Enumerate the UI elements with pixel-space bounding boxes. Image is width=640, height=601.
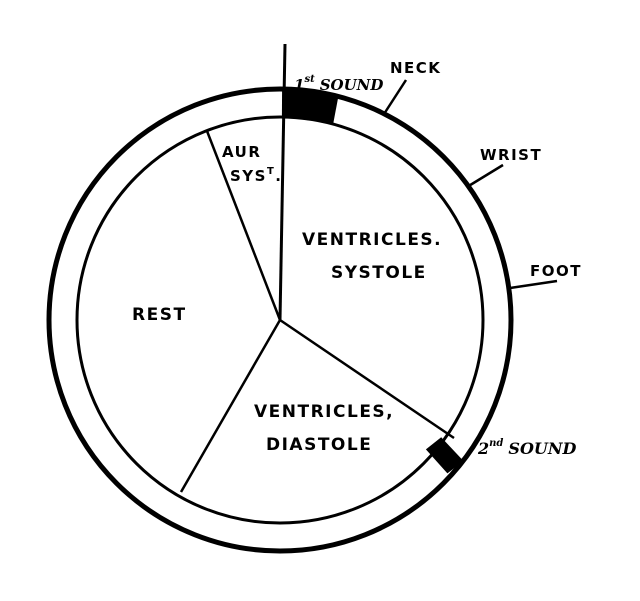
first-sound-band <box>281 87 339 124</box>
inner-circle <box>75 115 485 525</box>
ventricles-diastole-line1: VENTRICLES, <box>254 402 394 422</box>
aur-syst-line2: SYS <box>230 167 267 185</box>
second-sound-word: SOUND <box>508 439 576 458</box>
divider-rest-diastole <box>179 319 282 493</box>
aur-syst-label: AUR <box>222 143 261 161</box>
ventricles-diastole-line2: DIASTOLE <box>266 435 372 455</box>
foot-pointer <box>509 279 558 290</box>
first-sound-word: SOUND <box>320 76 384 94</box>
first-sound-label: 1st SOUND <box>294 74 383 94</box>
aur-syst-sup: T <box>267 166 275 177</box>
divider-top <box>278 43 287 321</box>
wrist-label: WRIST <box>480 146 542 164</box>
foot-label: FOOT <box>530 262 582 280</box>
neck-pointer <box>382 79 408 115</box>
first-sound-num: 1 <box>294 76 304 94</box>
divider-aur-rest <box>205 130 282 321</box>
rest-label: REST <box>132 305 187 325</box>
outer-ring <box>46 86 514 554</box>
ventricles-systole-line1: VENTRICLES. <box>302 230 442 250</box>
first-sound-sup: st <box>304 74 315 85</box>
second-sound-band <box>425 437 464 474</box>
aur-syst-label-2: SYST. <box>230 166 283 185</box>
wrist-pointer <box>466 163 504 189</box>
second-sound-sup: nd <box>489 438 503 449</box>
divider-systole-diastole <box>279 318 455 440</box>
aur-syst-line1: AUR <box>222 143 261 161</box>
neck-label: NECK <box>390 59 441 77</box>
aur-syst-dot: . <box>275 167 282 185</box>
second-sound-num: 2 <box>477 439 489 458</box>
second-sound-label: 2nd SOUND <box>477 438 576 458</box>
ventricles-systole-line2: SYSTOLE <box>331 263 427 283</box>
